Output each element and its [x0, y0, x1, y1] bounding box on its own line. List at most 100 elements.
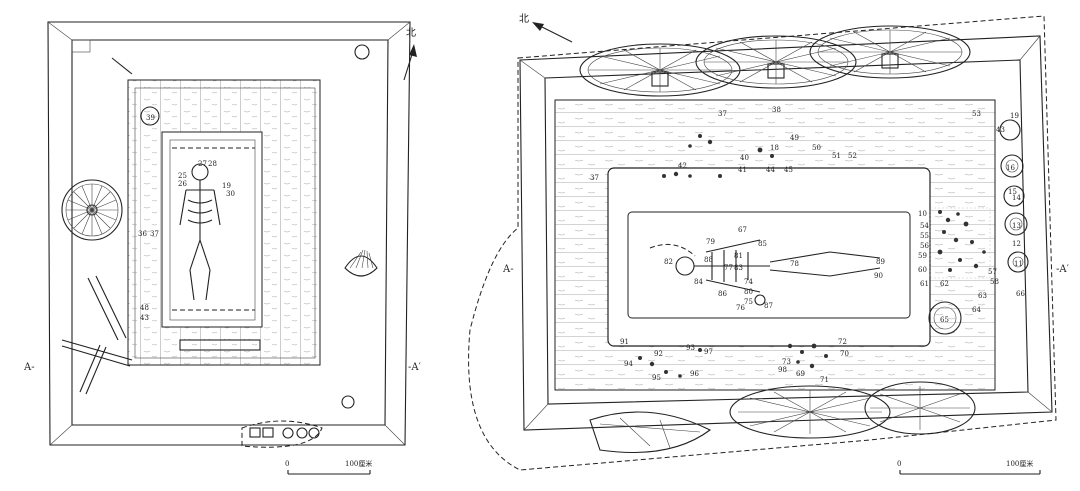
svg-text:41: 41 — [738, 166, 747, 174]
svg-text:30: 30 — [226, 190, 235, 198]
svg-text:87: 87 — [764, 302, 773, 310]
left-chariot-shafts — [61, 57, 133, 395]
svg-text:10: 10 — [918, 210, 927, 218]
svg-text:77: 77 — [724, 264, 733, 272]
svg-text:43: 43 — [996, 126, 1005, 134]
right-skeleton — [675, 239, 881, 306]
svg-text:61: 61 — [920, 280, 929, 288]
svg-text:16: 16 — [1006, 164, 1015, 172]
svg-text:45: 45 — [784, 166, 793, 174]
svg-text:81: 81 — [734, 252, 743, 260]
left-scale-bar: 0 100厘米 — [285, 459, 372, 475]
svg-text:100厘米: 100厘米 — [1006, 459, 1033, 468]
svg-text:54: 54 — [920, 222, 929, 230]
left-section-a-prime: -A′ — [408, 362, 422, 373]
svg-text:73: 73 — [782, 358, 791, 366]
svg-text:72: 72 — [838, 338, 847, 346]
left-north-label: 北 — [406, 27, 416, 39]
svg-text:98: 98 — [778, 366, 787, 374]
svg-text:11: 11 — [1014, 260, 1023, 268]
svg-text:25: 25 — [178, 172, 187, 180]
svg-text:62: 62 — [940, 280, 949, 288]
svg-text:37: 37 — [150, 230, 159, 238]
svg-text:19: 19 — [222, 182, 231, 190]
right-plan: 北 A- -A′ 37 38 53 49 40 41 42 18 50 51 5… — [468, 13, 1070, 475]
svg-text:19: 19 — [1010, 112, 1019, 120]
left-find-39 — [140, 106, 160, 126]
svg-text:80: 80 — [744, 288, 753, 296]
svg-text:39: 39 — [146, 114, 155, 122]
svg-text:59: 59 — [918, 252, 927, 260]
svg-text:51: 51 — [832, 152, 841, 160]
right-north-label: 北 — [519, 13, 529, 25]
svg-text:69: 69 — [796, 370, 805, 378]
svg-text:13: 13 — [1012, 222, 1021, 230]
svg-text:43: 43 — [140, 314, 149, 322]
right-dashed-boundary — [468, 15, 1057, 471]
svg-text:74: 74 — [744, 278, 753, 286]
left-section-a: A- — [23, 362, 35, 373]
right-inner-coffin — [627, 211, 911, 319]
svg-text:0: 0 — [897, 460, 901, 468]
svg-text:53: 53 — [972, 110, 981, 118]
svg-text:100厘米: 100厘米 — [345, 459, 372, 468]
svg-text:36: 36 — [138, 230, 147, 238]
left-north-arrow: 北 — [403, 27, 417, 81]
svg-text:0: 0 — [285, 460, 289, 468]
svg-text:71: 71 — [820, 376, 829, 384]
svg-text:89: 89 — [876, 258, 885, 266]
left-coffin — [161, 131, 263, 328]
right-section-a: A- — [502, 264, 514, 275]
svg-text:85: 85 — [758, 240, 767, 248]
svg-text:48: 48 — [140, 304, 149, 312]
svg-text:40: 40 — [740, 154, 749, 162]
svg-text:60: 60 — [918, 266, 927, 274]
left-shell-object — [344, 249, 378, 277]
svg-text:28: 28 — [208, 160, 217, 168]
svg-text:57: 57 — [988, 268, 997, 276]
svg-text:97: 97 — [704, 348, 713, 356]
svg-text:83: 83 — [734, 264, 743, 272]
left-plan: 北 A- -A′ 39 27 28 25 26 19 30 36 37 48 4… — [23, 21, 422, 475]
svg-text:64: 64 — [972, 306, 981, 314]
svg-text:96: 96 — [690, 370, 699, 378]
svg-text:75: 75 — [744, 298, 753, 306]
svg-text:38: 38 — [772, 106, 781, 114]
svg-text:91: 91 — [620, 338, 629, 346]
svg-text:82: 82 — [664, 258, 673, 266]
svg-text:92: 92 — [654, 350, 663, 358]
right-north-arrow: 北 — [519, 13, 573, 43]
svg-text:67: 67 — [738, 226, 747, 234]
left-beam — [179, 339, 261, 351]
svg-text:66: 66 — [1016, 290, 1025, 298]
svg-text:88: 88 — [704, 256, 713, 264]
svg-text:58: 58 — [990, 278, 999, 286]
left-corner-vessel — [354, 44, 370, 60]
svg-text:50: 50 — [812, 144, 821, 152]
svg-text:26: 26 — [178, 180, 187, 188]
svg-text:52: 52 — [848, 152, 857, 160]
svg-text:95: 95 — [652, 374, 661, 382]
right-artifact-clusters — [638, 134, 991, 378]
svg-text:42: 42 — [678, 162, 687, 170]
svg-text:27: 27 — [198, 160, 207, 168]
right-top-wheels — [579, 25, 971, 97]
svg-text:84: 84 — [694, 278, 703, 286]
right-find-labels: 37 38 53 49 40 41 42 18 50 51 52 44 45 4… — [590, 106, 1025, 384]
left-niche — [241, 420, 323, 448]
left-chariot-wheel — [61, 179, 123, 241]
right-bottom-wheels — [589, 381, 976, 454]
svg-text:86: 86 — [718, 290, 727, 298]
svg-text:65: 65 — [940, 316, 949, 324]
right-scale-bar: 0 100厘米 — [897, 459, 1041, 475]
svg-text:37: 37 — [718, 110, 727, 118]
svg-text:12: 12 — [1012, 240, 1021, 248]
right-section-a-prime: -A′ — [1056, 264, 1070, 275]
svg-text:79: 79 — [706, 238, 715, 246]
svg-text:93: 93 — [686, 344, 695, 352]
svg-text:70: 70 — [840, 350, 849, 358]
svg-text:49: 49 — [790, 134, 799, 142]
svg-text:90: 90 — [874, 272, 883, 280]
svg-text:76: 76 — [736, 304, 745, 312]
svg-text:18: 18 — [770, 144, 779, 152]
